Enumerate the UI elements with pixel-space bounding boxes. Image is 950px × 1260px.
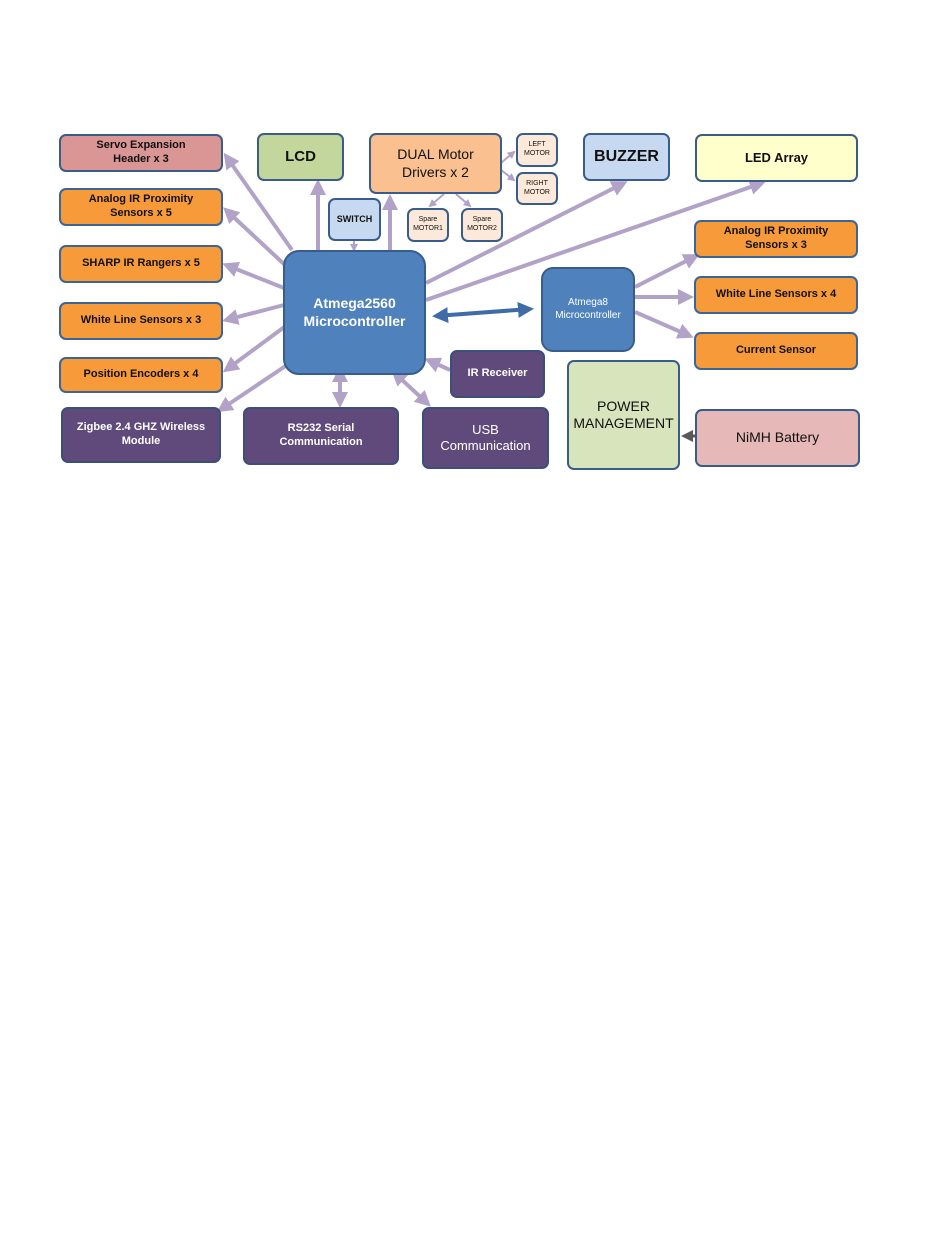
- arrow-usb: [391, 369, 431, 407]
- rs232-node: RS232 Serial Communication: [243, 407, 399, 465]
- arrow-to-buzzer: [425, 181, 628, 285]
- atmega2560-node: Atmega2560 Microcontroller: [283, 250, 426, 375]
- power-management-node: POWER MANAGEMENT: [567, 360, 680, 470]
- arrow-to-position-encoders: [222, 323, 289, 373]
- arrow-to-sharp-ir: [222, 261, 285, 290]
- arrow-to-zigbee: [216, 363, 289, 413]
- led-array-node: LED Array: [695, 134, 858, 182]
- buzzer-node: BUZZER: [583, 133, 670, 181]
- analog-ir-3-node: Analog IR Proximity Sensors x 3: [694, 220, 858, 258]
- current-sensor-node: Current Sensor: [694, 332, 858, 370]
- arrow-to-right-motor: [500, 169, 516, 182]
- arrow-to-led-array: [425, 179, 766, 302]
- zigbee-node: Zigbee 2.4 GHZ Wireless Module: [61, 407, 221, 463]
- usb-node: USB Communication: [422, 407, 549, 469]
- link-atmega2560-atmega8: [432, 301, 534, 324]
- nimh-battery-node: NiMH Battery: [695, 409, 860, 467]
- dual-motor-node: DUAL Motor Drivers x 2: [369, 133, 502, 194]
- arrow-from-ir-receiver: [424, 357, 451, 373]
- analog-ir-5-node: Analog IR Proximity Sensors x 5: [59, 188, 223, 226]
- right-motor-node: RIGHT MOTOR: [516, 172, 558, 205]
- arrow-to-spare-motor2: [455, 193, 472, 208]
- switch-node: SWITCH: [328, 198, 381, 241]
- servo-expansion-node: Servo Expansion Header x 3: [59, 134, 223, 172]
- sharp-ir-node: SHARP IR Rangers x 5: [59, 245, 223, 283]
- arrow-to-analog-ir-3: [634, 254, 700, 289]
- white-line-3-node: White Line Sensors x 3: [59, 302, 223, 340]
- arrow-to-left-motor: [500, 150, 516, 164]
- spare-motor1-node: Spare MOTOR1: [407, 208, 449, 242]
- arrow-to-servo: [223, 152, 294, 252]
- arrow-to-spare-motor1: [428, 193, 445, 208]
- atmega8-node: Atmega8 Microcontroller: [541, 267, 635, 352]
- ir-receiver-node: IR Receiver: [450, 350, 545, 398]
- left-motor-node: LEFT MOTOR: [516, 133, 558, 167]
- lcd-node: LCD: [257, 133, 344, 181]
- white-line-4-node: White Line Sensors x 4: [694, 276, 858, 314]
- arrow-to-analog-ir-5: [223, 207, 287, 267]
- position-encoders-node: Position Encoders x 4: [59, 357, 223, 393]
- arrow-to-white-line-3: [222, 303, 285, 325]
- spare-motor2-node: Spare MOTOR2: [461, 208, 503, 242]
- arrow-to-current-sensor: [634, 310, 694, 339]
